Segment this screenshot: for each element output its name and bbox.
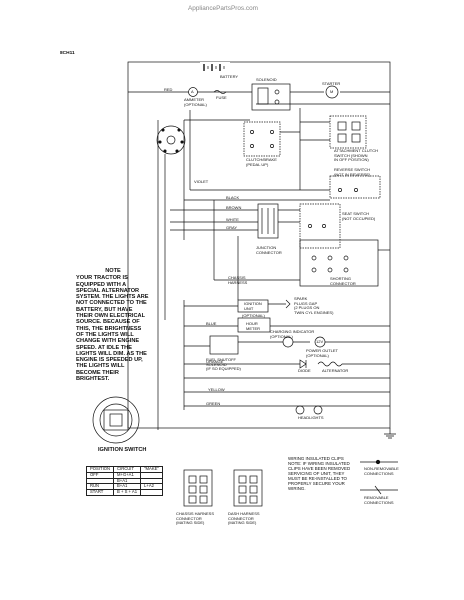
chassis-connector-label: CHASSIS HARNESS CONNECTOR (MATING SIDE) [176,511,215,526]
solenoid-label: SOLENOID [256,77,277,82]
fuel-solenoid-box [209,335,239,355]
diode-label: DIODE [298,368,311,373]
ammeter-symbol-text: A [191,89,194,94]
wire-label-blue: BLUE [206,321,217,326]
junction-connector-label: JUNCTION CONNECTOR [256,245,282,255]
table-row: START B + S + A1 [85,489,163,496]
wire-label-violet: VIOLET [194,179,209,184]
reverse-switch [329,175,381,199]
battery-label: BATTERY [220,74,239,79]
wire-label-gray: GRAY [226,225,238,230]
ignition-switch-plug [156,125,186,155]
charging-indicator-label: CHARGING INDICATOR (OPTIONAL) [270,329,315,339]
wire-label-brown: BROWN [226,205,242,210]
spark-plugs-label: SPARK PLUGS GAP (2 PLUGS ON TWIN CYL ENG… [294,296,334,315]
wire-label-orange: ORANGE [206,359,224,364]
diagram-code: 8CH11 [60,51,75,56]
wire-label-white: WHITE [226,217,239,222]
main-wiring-loop [127,61,391,429]
wire-label-yellow: YELLOW [208,387,225,392]
ignition-switch-label: IGNITION SWITCH [98,447,147,453]
wire-label-black: BLACK [226,195,240,200]
ammeter-label: AMMETER (OPTIONAL) [184,97,207,107]
fuel-solenoid-label: FUEL SHUTOFF SOLENOID (IF SO EQUIPPED) [206,357,241,372]
diode-symbol [299,359,307,369]
ignition-unit-label: IGNITION UNIT [244,301,262,311]
seat-switch [299,203,341,249]
note-heading: NOTE [105,268,121,274]
solenoid-box [251,83,291,111]
table-cell: START [85,489,115,496]
spark-plug-symbol [285,299,291,309]
alternator-note: NOTE YOUR TRACTOR IS EQUIPPED WITH A SPE… [76,268,150,382]
starter-label: STARTER [322,81,341,86]
clutch-brake-switch [243,121,281,157]
ammeter-symbol [188,87,198,97]
watermark: AppliancePartsPros.com [188,5,258,12]
power-outlet-label: POWER OUTLET (OPTIONAL) [306,348,339,358]
chassis-connector-box [183,469,213,507]
seat-switch-label: SEAT SWITCH (NOT OCCUPIED) [342,211,376,221]
chassis-harness-label: CHASSIS HARNESS [228,275,248,285]
note-body: YOUR TRACTOR IS EQUIPPED WITH A SPECIAL … [76,275,149,383]
hour-meter-label: HOUR METER [246,321,260,331]
alternator-symbol [317,361,343,367]
dash-connector-label: DASH HARNESS CONNECTOR (MATING SIDE) [228,511,260,526]
fuse-label: FUSE [216,95,227,100]
wire-label-red: RED [164,87,173,92]
legend-removable: REMOVABLE CONNECTIONS [364,495,394,505]
headlight-right [313,405,323,415]
alternator-label: ALTERNATOR [322,368,349,373]
ground-symbol [384,428,396,439]
clutch-brake-label: CLUTCH/BRAKE (PEDAL UP) [246,157,277,167]
starter-symbol-text: M [330,89,334,94]
battery-symbol [200,62,230,71]
wire-label-green: GREEN [206,401,221,406]
ignition-switch-illustration [92,396,140,444]
fuse-symbol [213,90,227,94]
junction-connector-box [257,203,279,239]
headlight-left [295,405,305,415]
attachment-clutch-label: ATTACHMENT CLUTCH SWITCH (SHOWN IN OFF P… [334,148,378,163]
attachment-clutch-switch [329,115,367,149]
dash-connector-box [233,469,263,507]
ignition-switch-table: POSITION CIRCUIT "MAKE" OFF M+G+A1 B+A1 … [85,466,163,496]
headlights-label: HEADLIGHTS [298,415,324,420]
legend-clips-note: WIRING INSULATED CLIPS NOTE: IF WIRING I… [288,456,351,491]
starter-symbol [325,85,339,99]
table-cell [140,489,163,496]
optional-label: (OPTIONAL) [242,313,265,318]
legend-non-removable: NON-REMOVABLE CONNECTIONS [364,466,399,476]
shorting-connector-label: SHORTING CONNECTOR [330,276,356,286]
hour-meter-box [237,317,271,333]
shorting-connector-box [299,239,379,287]
twelve-v-label: 12V [316,339,324,344]
reverse-switch-label: REVERSE SWITCH (NOT IN REVERSE) [334,167,371,177]
table-cell: B + S + A1 [113,489,142,496]
